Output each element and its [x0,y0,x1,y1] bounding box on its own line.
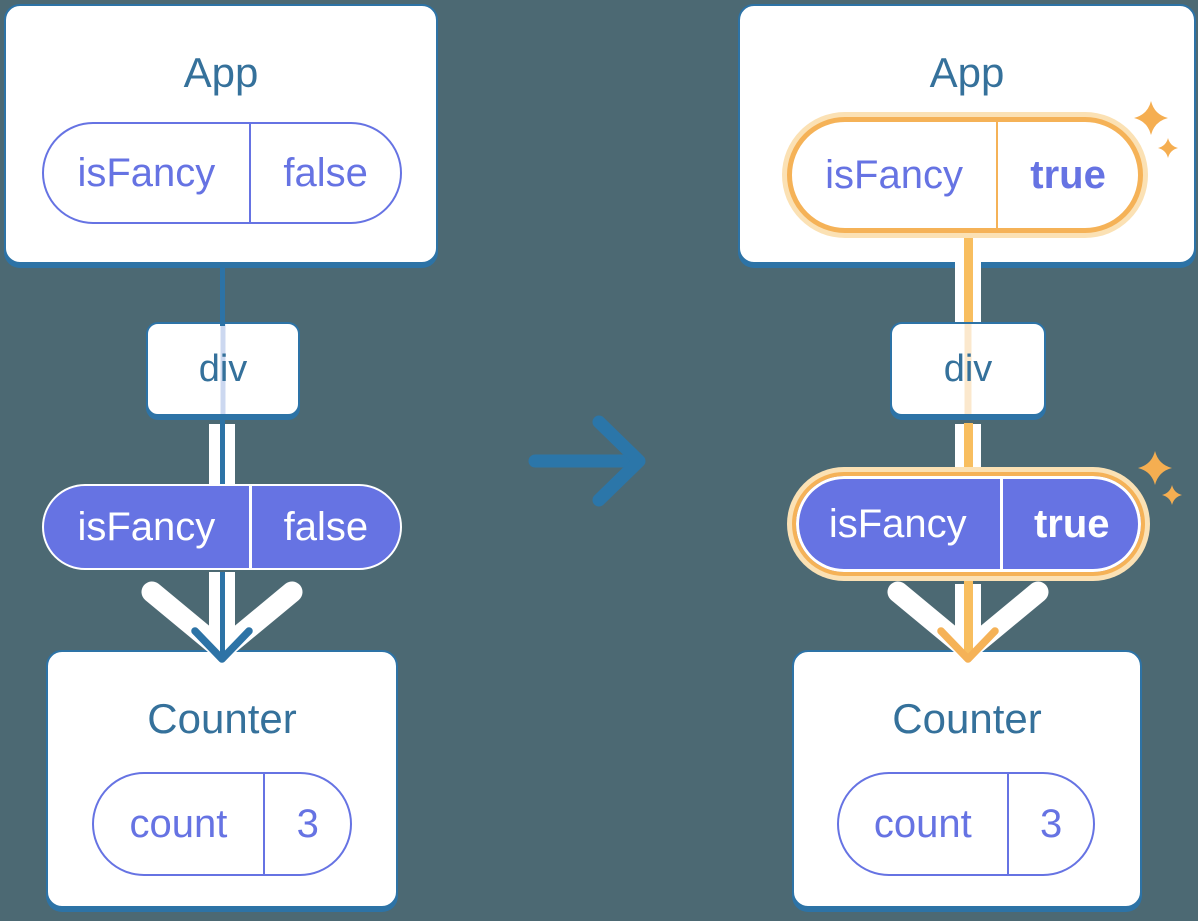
pass-through-line [220,324,226,414]
pill-value: false [283,150,368,195]
pill-label: isFancy [825,152,963,197]
pill-label: isFancy [828,501,967,546]
pill-label: isFancy [77,150,216,195]
pill-divider [1006,774,1010,874]
sparkle-icon-small [1158,138,1178,158]
state-pill-highlighted: isFancy true [787,117,1143,233]
sparkle-icons [1134,101,1178,158]
pill-value: false [283,504,369,549]
state-flow-line [219,572,225,658]
component-title: Counter [892,695,1042,742]
pill-divider [248,124,252,222]
state-pill: isFancy false [42,122,402,224]
state-flow-line [219,418,225,490]
component-title: div [943,348,993,390]
component-title: App [929,49,1005,96]
component-title: Counter [147,695,297,742]
component-title: App [183,49,259,96]
pill-value: true [1033,501,1110,546]
pill-divider [996,122,999,228]
component-title: div [198,348,248,390]
sparkle-icon [1138,451,1172,485]
pass-through-line [964,324,972,414]
count-pill: count 3 [92,772,352,876]
pill-label: count [873,801,972,846]
state-flow-line [219,264,225,326]
pill-divider [999,476,1003,572]
div-element-card: div [146,322,300,416]
state-flow-line [963,423,973,490]
pill-label: count [129,801,228,846]
pill-divider [248,486,252,568]
prop-pill: isFancy false [42,484,402,570]
sparkle-icon [1134,101,1168,135]
transition-arrow-icon [528,415,646,507]
pill-divider [262,774,266,874]
prop-pill-highlighted: isFancy true [792,472,1145,576]
sparkle-icon-small [1162,485,1182,505]
state-flow-line [963,232,973,322]
pill-value: 3 [1039,801,1063,846]
pill-value: true [1030,152,1106,197]
pill-label: isFancy [77,504,216,549]
count-pill: count 3 [837,772,1095,876]
state-flow-line [963,578,973,658]
pill-value: 3 [296,801,319,846]
sparkle-icons [1138,451,1182,505]
div-element-card: div [890,322,1046,416]
